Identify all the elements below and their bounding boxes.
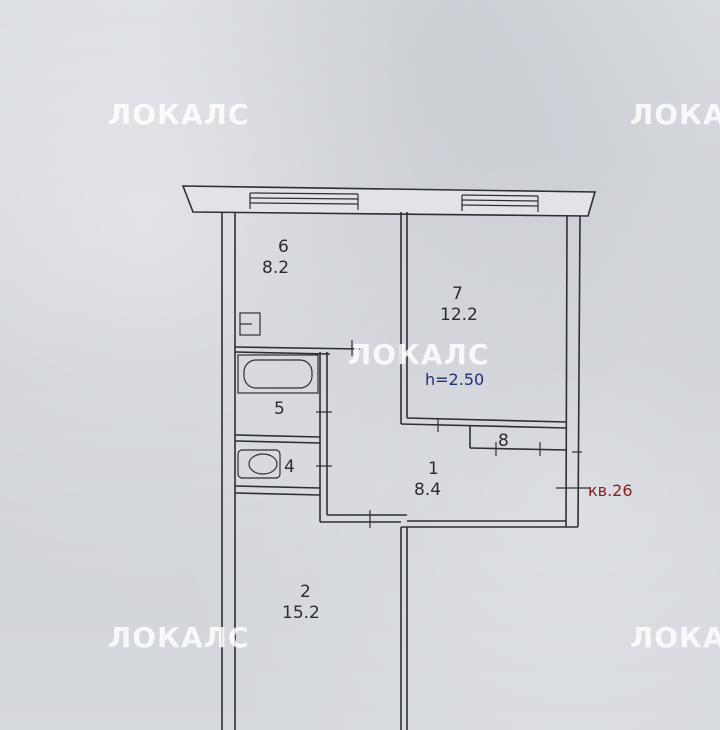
toilet-bottom-wall xyxy=(234,485,321,489)
room6-number: 6 xyxy=(278,237,289,257)
bath-toilet-divider xyxy=(234,434,321,438)
room7-number: 7 xyxy=(452,284,463,304)
toilet xyxy=(237,449,281,479)
room1-area: 8.4 xyxy=(414,480,441,500)
room5-number: 5 xyxy=(274,399,285,419)
room7-area: 12.2 xyxy=(440,305,478,325)
room6-bottom-wall xyxy=(234,346,361,350)
room8-number: 8 xyxy=(498,431,509,451)
watermark-bottom-right: ЛОКАЛС xyxy=(630,621,720,654)
room6-area: 8.2 xyxy=(262,258,289,278)
room6-bottom-wall-b xyxy=(234,351,331,355)
watermark-top-left: ЛОКАЛС xyxy=(108,98,250,131)
watermark-bottom-left: ЛОКАЛС xyxy=(108,621,250,654)
watermark-top-right: ЛОКАЛС xyxy=(630,98,720,131)
apartment-number-label: кв.26 xyxy=(588,481,633,500)
room7-bottom-wall-b xyxy=(406,417,568,423)
window-right xyxy=(461,194,539,212)
right-wall-outer xyxy=(577,215,581,528)
ceiling-height-label: h=2.50 xyxy=(425,370,484,389)
watermark-center: ЛОКАЛС xyxy=(348,338,490,371)
bathtub xyxy=(237,354,319,394)
room2-number: 2 xyxy=(300,582,311,602)
window-left xyxy=(249,192,359,210)
room1-number: 1 xyxy=(428,459,439,479)
room4-number: 4 xyxy=(284,457,295,477)
room2-area: 15.2 xyxy=(282,603,320,623)
room7-bottom-wall xyxy=(400,423,568,429)
right-wall-inner xyxy=(565,215,568,528)
